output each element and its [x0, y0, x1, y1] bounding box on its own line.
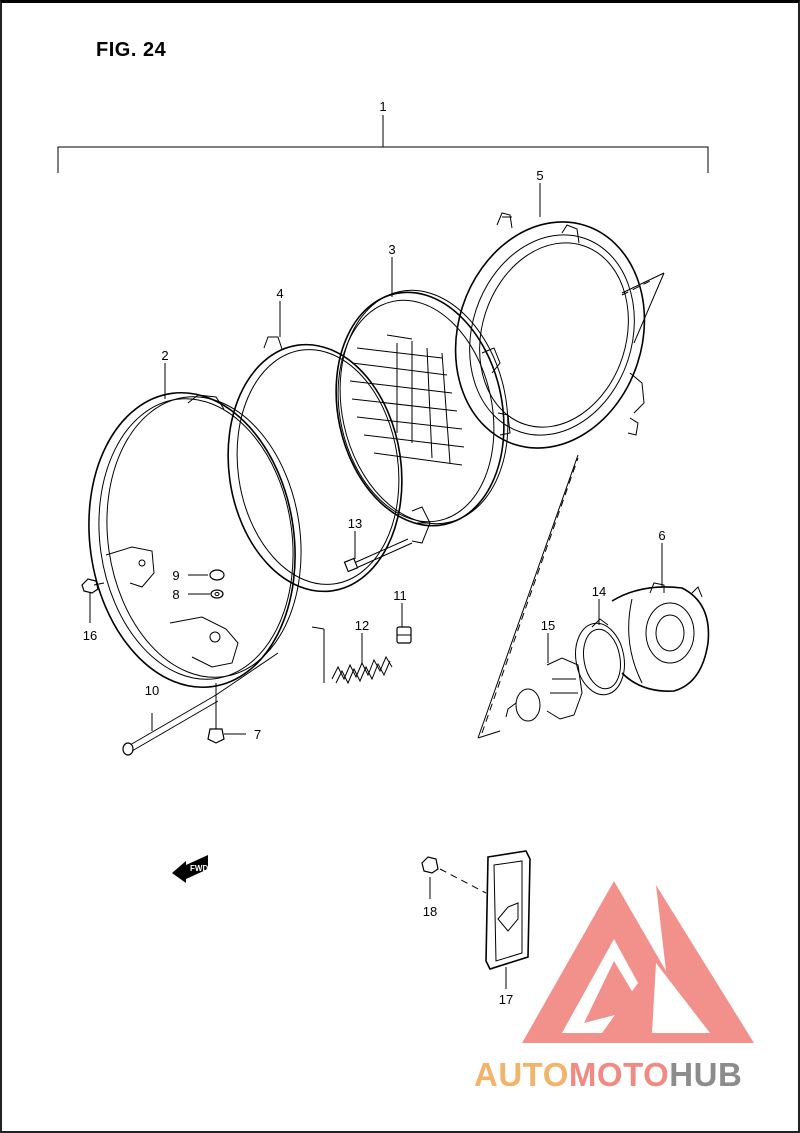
part-3-lens-unit [335, 289, 511, 527]
watermark-logo-icon [522, 881, 754, 1043]
callout-17: 17 [499, 992, 513, 1007]
callout-11: 11 [393, 588, 407, 603]
part-8-washer [188, 589, 224, 599]
watermark-text: AUTOMOTOHUB [474, 1056, 742, 1094]
part-15-bulb [505, 657, 583, 722]
watermark-text-moto: MOTO [568, 1056, 670, 1093]
part-16-bolt [81, 578, 105, 623]
callout-1: 1 [379, 99, 386, 114]
callout-4: 4 [276, 286, 283, 301]
callout-labels: 1 2 3 4 5 6 7 8 9 10 11 12 13 14 15 16 1… [83, 99, 666, 1007]
part-6-socket-cover [611, 582, 710, 692]
part-4-mounting-ring [227, 336, 431, 593]
callout-13: 13 [348, 516, 362, 531]
part-2-rim [88, 391, 302, 689]
part-17-reflector [485, 850, 531, 989]
assembly-guide-lines [311, 454, 579, 739]
part-9-nut [188, 569, 225, 581]
callout-16: 16 [83, 628, 97, 643]
part-11-nut-clip [396, 626, 412, 644]
callout-14: 14 [592, 584, 606, 599]
part-18-nut [421, 856, 487, 899]
callout-10: 10 [145, 683, 159, 698]
part-13-screw [343, 538, 413, 573]
callout-3: 3 [388, 242, 395, 257]
part-14-clip-ring [575, 618, 625, 696]
callout-8: 8 [172, 587, 179, 602]
leader-lines [164, 183, 663, 663]
figure-title: FIG. 24 [96, 39, 167, 61]
callout-15: 15 [541, 618, 555, 633]
assembly-bracket [57, 115, 709, 173]
callout-18: 18 [423, 904, 437, 919]
part-10-long-bolt [122, 652, 279, 756]
callout-2: 2 [161, 348, 168, 363]
watermark-text-auto: AUTO [474, 1056, 569, 1093]
part-7-bolt [207, 683, 246, 744]
callout-5: 5 [536, 168, 543, 183]
fwd-arrow: FWD [172, 855, 208, 883]
callout-9: 9 [172, 568, 179, 583]
callout-7: 7 [254, 727, 261, 742]
callout-12: 12 [355, 618, 369, 633]
callout-6: 6 [658, 528, 665, 543]
watermark-text-hub: HUB [669, 1056, 743, 1093]
part-5-housing [454, 212, 665, 449]
fwd-label: FWD [190, 864, 208, 873]
exploded-parts-diagram: FWD 1 [57, 99, 754, 1043]
